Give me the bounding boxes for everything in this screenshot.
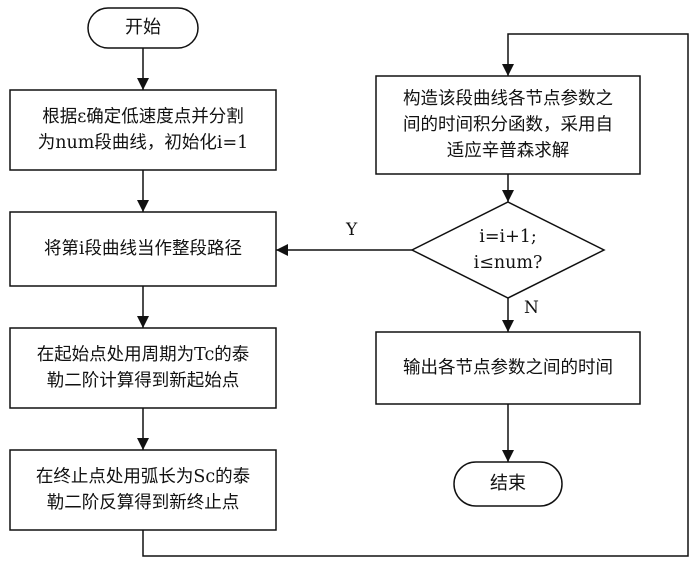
end-label: 结束 bbox=[490, 473, 526, 494]
construct-process-step: 构造该段曲线各节点参数之 间的时间积分函数，采用自 适应辛普森求解 bbox=[376, 76, 640, 174]
start-point-process-shape bbox=[9, 327, 277, 409]
start-terminal: 开始 bbox=[88, 8, 198, 48]
path-label: 将第i段曲线当作整段路径 bbox=[43, 239, 243, 259]
decision-node: i=i+1; i≤num? bbox=[412, 202, 604, 298]
start-point-label-line2: 勒二阶计算得到新起始点 bbox=[46, 371, 240, 391]
end-point-process-step: 在终止点处用弧长为Sc的泰 勒二阶反算得到新终止点 bbox=[10, 450, 276, 530]
decision-label-line2: i≤num? bbox=[473, 253, 543, 273]
output-process-step: 输出各节点参数之间的时间 bbox=[376, 332, 640, 404]
start-point-process-step: 在起始点处用周期为Tc的泰 勒二阶计算得到新起始点 bbox=[10, 328, 276, 408]
split-label-line2: 为num段曲线，初始化i=1 bbox=[37, 133, 249, 153]
path-process-step: 将第i段曲线当作整段路径 bbox=[10, 212, 276, 286]
end-terminal: 结束 bbox=[454, 462, 562, 506]
construct-label-line3: 适应辛普森求解 bbox=[446, 141, 570, 161]
decision-label-line1: i=i+1; bbox=[479, 227, 537, 247]
split-label-line1: 根据ε确定低速度点并分割 bbox=[42, 107, 244, 127]
construct-label-line2: 间的时间积分函数，采用自 bbox=[403, 115, 613, 135]
edge-label-no: N bbox=[524, 298, 539, 318]
output-process-shape bbox=[375, 331, 641, 405]
end-point-label-line2: 勒二阶反算得到新终止点 bbox=[46, 493, 240, 513]
start-point-label-line1: 在起始点处用周期为Tc的泰 bbox=[36, 345, 250, 365]
arrow-end-point-loop-to-construct bbox=[142, 33, 689, 557]
split-process-shape bbox=[9, 89, 277, 171]
construct-label-line1: 构造该段曲线各节点参数之 bbox=[403, 89, 613, 109]
edge-label-yes: Y bbox=[346, 220, 358, 240]
split-process-step: 根据ε确定低速度点并分割 为num段曲线，初始化i=1 bbox=[10, 90, 276, 170]
start-label: 开始 bbox=[125, 17, 161, 38]
end-point-label-line1: 在终止点处用弧长为Sc的泰 bbox=[35, 467, 251, 487]
output-label: 输出各节点参数之间的时间 bbox=[403, 358, 613, 378]
